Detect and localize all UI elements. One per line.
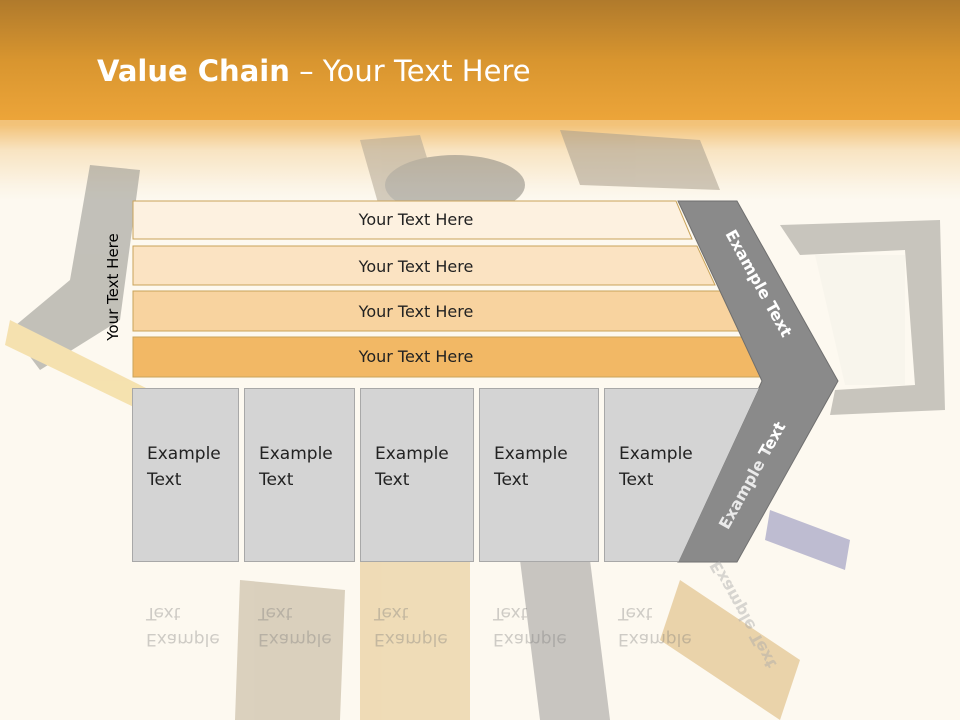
box-reflection-1-text: Example Text: [146, 600, 220, 652]
box-5-line1: Example: [619, 444, 693, 464]
refl-3-line1: Example: [374, 629, 448, 649]
box-1-line2: Text: [147, 470, 182, 490]
refl-1-line1: Example: [146, 629, 220, 649]
ribbon-3-label: Your Text Here: [358, 302, 474, 321]
box-4-line2: Text: [494, 470, 529, 490]
refl-4-line1: Example: [493, 629, 567, 649]
ribbon-4-label: Your Text Here: [358, 347, 474, 366]
box-reflection-3-text: Example Text: [374, 600, 448, 652]
box-4-line1: Example: [494, 444, 568, 464]
title-rest: – Your Text Here: [289, 54, 531, 88]
box-2-line2: Text: [259, 470, 294, 490]
box-2-line1: Example: [259, 444, 333, 464]
box-reflection-3: Example Text: [360, 564, 474, 704]
box-1-line1: Example: [147, 444, 221, 464]
ribbon-1-shape: [132, 200, 693, 240]
refl-3-line2: Text: [374, 603, 409, 623]
box-reflection-1: Example Text: [132, 564, 239, 704]
refl-1-line2: Text: [146, 603, 181, 623]
box-reflection-5-text: Example Text: [618, 600, 692, 652]
box-3-line2: Text: [375, 470, 410, 490]
refl-4-line2: Text: [493, 603, 528, 623]
ribbon-2-shape: [132, 245, 716, 286]
box-reflection-4-text: Example Text: [493, 600, 567, 652]
refl-5-line1: Example: [618, 629, 692, 649]
slide-title: Value Chain – Your Text Here: [97, 54, 531, 88]
box-reflection-2-text: Example Text: [258, 600, 332, 652]
title-bold: Value Chain: [97, 54, 290, 88]
refl-2-line1: Example: [258, 629, 332, 649]
chevron-shape: [677, 200, 839, 563]
box-reflection-2: Example Text: [244, 564, 355, 704]
box-3-line1: Example: [375, 444, 449, 464]
box-reflection-5: Example Text: [604, 564, 724, 704]
box-5-line2: Text: [619, 470, 654, 490]
ribbon-1-label: Your Text Here: [358, 210, 474, 229]
refl-5-line2: Text: [618, 603, 653, 623]
ribbon-2-label: Your Text Here: [358, 257, 474, 276]
refl-2-line2: Text: [258, 603, 293, 623]
box-reflection-4: Example Text: [479, 564, 599, 704]
